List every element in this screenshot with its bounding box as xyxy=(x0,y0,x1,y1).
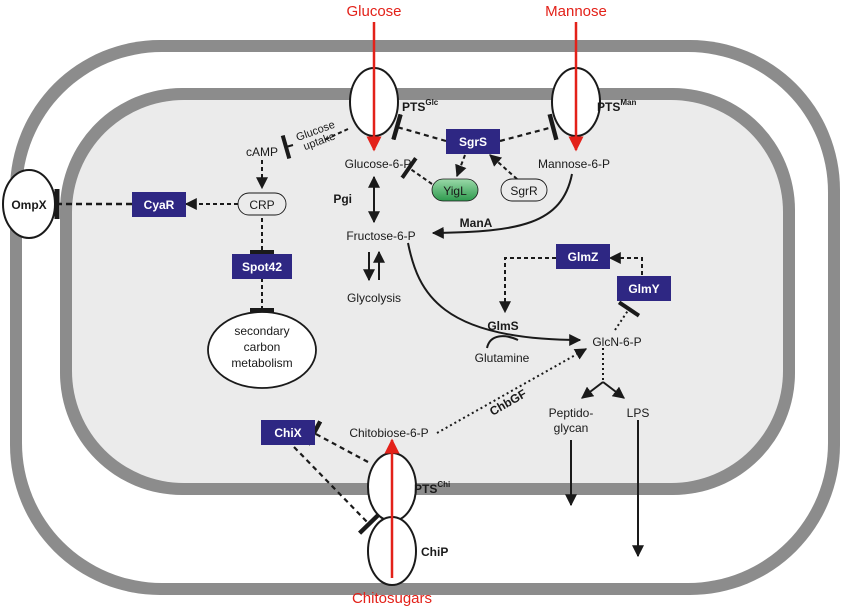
peptidoglycan-label: Peptido-glycan xyxy=(549,406,594,435)
glutamine-label: Glutamine xyxy=(475,351,530,365)
lps-label: LPS xyxy=(627,406,650,420)
yigl-node xyxy=(431,178,479,202)
chix-inhibits-ptschi xyxy=(305,420,369,463)
pts-chi-label-base: PTS xyxy=(414,482,437,496)
cell-envelope xyxy=(10,40,840,595)
secondary-line-1: secondary xyxy=(234,324,289,338)
crp-node xyxy=(237,192,287,216)
pts-glc-label-sup: Glc xyxy=(425,98,438,107)
transporter-labels: PTSGlc PTSMan PTSChi ChiP OmpX xyxy=(11,98,636,559)
yigl-label: YigL xyxy=(443,184,467,198)
glmy-label: GlmY xyxy=(628,282,659,296)
secondary-metabolism-label: secondary carbon metabolism xyxy=(231,324,292,370)
pts-man-label: PTSMan xyxy=(597,98,636,114)
glycolysis-label: Glycolysis xyxy=(347,291,401,305)
glucose-label: Glucose xyxy=(346,3,401,20)
glmz-box xyxy=(556,244,610,269)
spot42-label: Spot42 xyxy=(242,260,282,274)
protein-nodes: YigL SgrR CRP xyxy=(237,178,548,216)
spot42-box xyxy=(232,254,292,279)
fructose6p-label: Fructose-6-P xyxy=(346,229,415,243)
camp-label: cAMP xyxy=(246,145,278,159)
glmz-activates-glms xyxy=(499,257,556,314)
chitosugars-label: Chitosugars xyxy=(352,590,432,607)
secondary-metabolism-node xyxy=(207,311,317,389)
pathway-edges xyxy=(54,113,644,558)
chix-label: ChiX xyxy=(274,426,301,440)
yigl-inhibits-g6p xyxy=(400,157,433,185)
mana-reaction xyxy=(431,173,573,239)
mannose6p-label: Mannose-6-P xyxy=(538,157,610,171)
pts-glc-label-base: PTS xyxy=(402,100,425,114)
sgrr-label: SgrR xyxy=(510,184,538,198)
metabolite-labels: cAMP Glucoseuptake Glucose-6-P Mannose-6… xyxy=(207,119,650,440)
cyar-box xyxy=(132,192,186,217)
chbgf-reaction xyxy=(436,348,588,434)
sgrs-inhibits-glucose-uptake xyxy=(323,128,349,141)
peptidoglycan-line-2: glycan xyxy=(554,421,589,435)
mana-label: ManA xyxy=(460,216,493,230)
pgi-label: Pgi xyxy=(333,192,352,206)
sgrs-box xyxy=(446,129,500,154)
glcn6p-inhibits-glmy xyxy=(614,300,641,331)
branch-to-lps xyxy=(602,381,625,399)
sugar-inputs: Glucose Mannose Chitosugars xyxy=(346,3,606,607)
pts-man-label-sup: Man xyxy=(620,98,636,107)
chix-box xyxy=(261,420,315,445)
sgrr-node xyxy=(500,178,548,202)
glucose6p-label: Glucose-6-P xyxy=(345,157,412,171)
glucose-uptake-inhibits-camp xyxy=(280,134,294,160)
glutamine-input xyxy=(486,335,519,349)
glmy-box xyxy=(617,276,671,301)
crp-label: CRP xyxy=(249,198,274,212)
pts-glc-label: PTSGlc xyxy=(402,98,439,114)
glms-label: GlmS xyxy=(487,319,518,333)
secondary-line-2: carbon xyxy=(244,340,281,354)
glmy-activates-glmz xyxy=(608,252,643,282)
sgrs-inhibits-ptsman xyxy=(499,113,559,143)
secondary-line-3: metabolism xyxy=(231,356,292,370)
ompx-label: OmpX xyxy=(11,198,46,212)
peptidoglycan-line-1: Peptido- xyxy=(549,406,594,420)
branch-to-peptidoglycan xyxy=(581,381,604,399)
sgrs-label: SgrS xyxy=(459,135,487,149)
mannose-label: Mannose xyxy=(545,3,607,20)
srna-boxes: SgrS CyaR Spot42 GlmZ GlmY ChiX xyxy=(132,129,671,445)
glcn6p-label: GlcN-6-P xyxy=(592,335,641,349)
glms-reaction xyxy=(407,242,582,346)
cyar-label: CyaR xyxy=(144,198,175,212)
pts-chi-label: PTSChi xyxy=(414,480,450,496)
chitobiose6p-label: Chitobiose-6-P xyxy=(349,426,428,440)
sgrs-activates-yigl xyxy=(455,154,467,178)
pts-man-label-base: PTS xyxy=(597,100,620,114)
pts-chi-label-sup: Chi xyxy=(437,480,450,489)
glmz-label: GlmZ xyxy=(568,250,599,264)
chip-label: ChiP xyxy=(421,545,448,559)
sgrr-activates-sgrs xyxy=(489,154,518,180)
